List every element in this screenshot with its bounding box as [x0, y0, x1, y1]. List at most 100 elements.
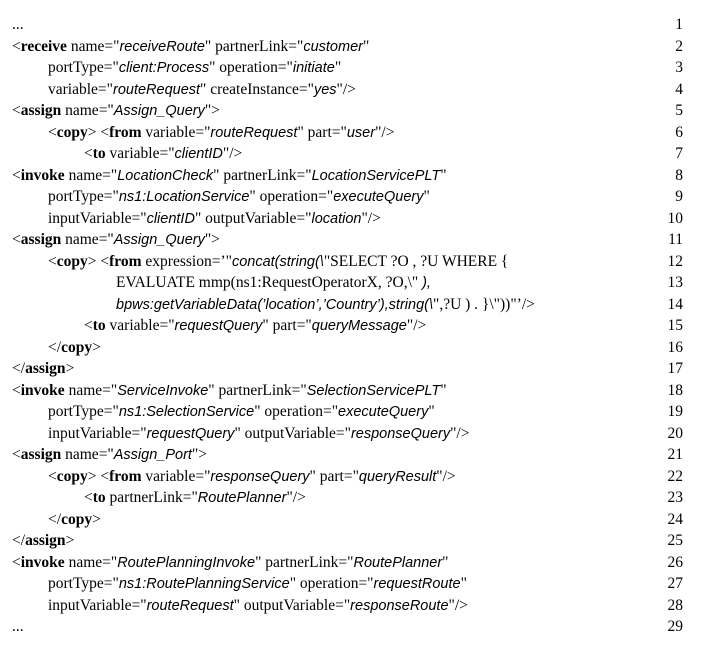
line-number: 8 — [675, 166, 683, 184]
attribute-value: user — [346, 124, 376, 141]
code-token: "> — [191, 446, 208, 463]
code-line: <to variable="requestQuery" part="queryM… — [0, 315, 705, 337]
code-text: <copy> <from expression=’"concat(string(… — [48, 251, 508, 274]
line-number: 4 — [675, 80, 683, 98]
code-token: name=" — [61, 446, 114, 463]
tag-keyword: assign — [25, 532, 66, 549]
code-line: inputVariable="clientID" outputVariable=… — [0, 208, 705, 230]
code-token: < — [84, 145, 93, 162]
code-token: " — [440, 166, 447, 184]
attribute-value: requestQuery — [146, 425, 235, 442]
code-text: ... — [12, 616, 24, 638]
code-token: expression=’" — [141, 252, 232, 270]
code-token: < — [12, 553, 21, 571]
attribute-value: clientID — [146, 210, 195, 227]
code-line: bpws:getVariableData(’location’,’Country… — [0, 294, 705, 316]
code-text: <assign name="Assign_Query"> — [12, 229, 220, 252]
attribute-value: responseRoute — [350, 597, 449, 614]
code-text: </assign> — [12, 358, 74, 380]
attribute-value: RoutePlanningInvoke — [117, 554, 256, 571]
code-text: <to variable="requestQuery" part="queryM… — [84, 315, 426, 338]
attribute-value: Assign_Query — [113, 232, 205, 248]
attribute-value: queryMessage — [311, 318, 407, 334]
code-line: portType="client:Process" operation="ini… — [0, 57, 705, 79]
tag-keyword: copy — [56, 252, 88, 270]
code-token: > < — [87, 467, 110, 485]
code-text: </assign> — [12, 530, 74, 552]
code-token: < — [12, 102, 21, 119]
attribute-value: customer — [303, 38, 363, 55]
code-line: <copy> <from variable="responseQuery" pa… — [0, 466, 705, 488]
attribute-value: receiveRoute — [119, 38, 205, 55]
attribute-value: queryResult — [358, 468, 437, 485]
attribute-value: ), — [422, 275, 431, 291]
code-token: " — [440, 381, 447, 399]
line-number: 29 — [667, 618, 684, 635]
code-line: ...1 — [0, 14, 705, 36]
code-token: " outputVariable=" — [194, 209, 312, 227]
line-number: 26 — [667, 553, 684, 571]
tag-keyword: receive — [20, 37, 67, 55]
code-token: "/> — [336, 80, 356, 98]
code-token: < — [48, 252, 57, 270]
code-token: " outputVariable=" — [233, 596, 351, 614]
code-line: <assign name="Assign_Port">21 — [0, 444, 705, 466]
attribute-value: concat(string(\ — [231, 253, 324, 270]
code-line: <copy> <from variable="routeRequest" par… — [0, 122, 705, 144]
code-token: </ — [48, 338, 62, 356]
attribute-value: routeRequest — [112, 81, 201, 98]
code-text: <copy> <from variable="routeRequest" par… — [48, 122, 394, 145]
code-line: <invoke name="ServiceInvoke" partnerLink… — [0, 380, 705, 402]
attribute-value: ns1:LocationService — [118, 189, 250, 205]
code-text: <assign name="Assign_Port"> — [12, 444, 207, 467]
code-line: </copy>16 — [0, 337, 705, 359]
code-line: <to variable="clientID"/>7 — [0, 143, 705, 165]
attribute-value: client:Process — [118, 60, 210, 76]
code-token: " — [334, 59, 342, 76]
code-token: variable=" — [141, 467, 211, 485]
code-line: EVALUATE mmp(ns1:RequestOperatorX, ?O,\"… — [0, 272, 705, 294]
code-token: " — [362, 37, 370, 55]
code-token: </ — [12, 360, 26, 377]
line-number: 2 — [675, 37, 683, 55]
code-token: < — [12, 37, 21, 55]
tag-keyword: to — [92, 317, 106, 334]
code-text: <invoke name="ServiceInvoke" partnerLink… — [12, 380, 447, 403]
code-token: partnerLink=" — [105, 489, 198, 506]
attribute-value: Assign_Port — [113, 447, 192, 463]
code-token: " — [428, 403, 435, 420]
code-token: "/> — [436, 467, 456, 485]
line-number: 17 — [667, 360, 684, 377]
code-token: EVALUATE mmp(ns1:RequestOperatorX, ?O,\" — [116, 274, 423, 291]
code-token: ",?U ) . }\"))"’/> — [433, 295, 535, 313]
line-number: 3 — [675, 59, 683, 76]
code-token: "/> — [361, 209, 381, 227]
tag-keyword: assign — [20, 446, 62, 463]
code-line: </assign> 25 — [0, 530, 705, 552]
code-text: <to partnerLink="RoutePlanner"/> — [84, 487, 306, 510]
tag-keyword: assign — [25, 360, 66, 377]
code-token: < — [12, 166, 21, 184]
code-token: variable=" — [141, 123, 211, 141]
attribute-value: requestRoute — [373, 576, 461, 592]
code-token: portType=" — [48, 575, 119, 592]
attribute-value: yes — [313, 81, 337, 98]
code-line: ... 29 — [0, 616, 705, 638]
code-token: "/> — [222, 145, 243, 162]
attribute-value: bpws:getVariableData(’location’,’Country… — [116, 296, 433, 313]
attribute-value: Assign_Query — [113, 103, 205, 119]
code-text: <invoke name="LocationCheck" partnerLink… — [12, 165, 447, 188]
tag-keyword: to — [92, 145, 106, 162]
line-number: 28 — [667, 596, 684, 614]
code-token: inputVariable=" — [48, 209, 147, 227]
code-text: inputVariable="requestQuery" outputVaria… — [48, 423, 469, 446]
line-number: 25 — [667, 532, 684, 549]
code-token: "/> — [286, 489, 306, 506]
line-number: 11 — [668, 231, 683, 248]
code-token: < — [48, 123, 57, 141]
code-token: < — [12, 231, 21, 248]
code-token: variable=" — [105, 145, 175, 162]
code-token: " createInstance=" — [200, 80, 314, 98]
attribute-value: routeRequest — [210, 124, 298, 141]
code-text: <receive name="receiveRoute" partnerLink… — [12, 36, 369, 59]
